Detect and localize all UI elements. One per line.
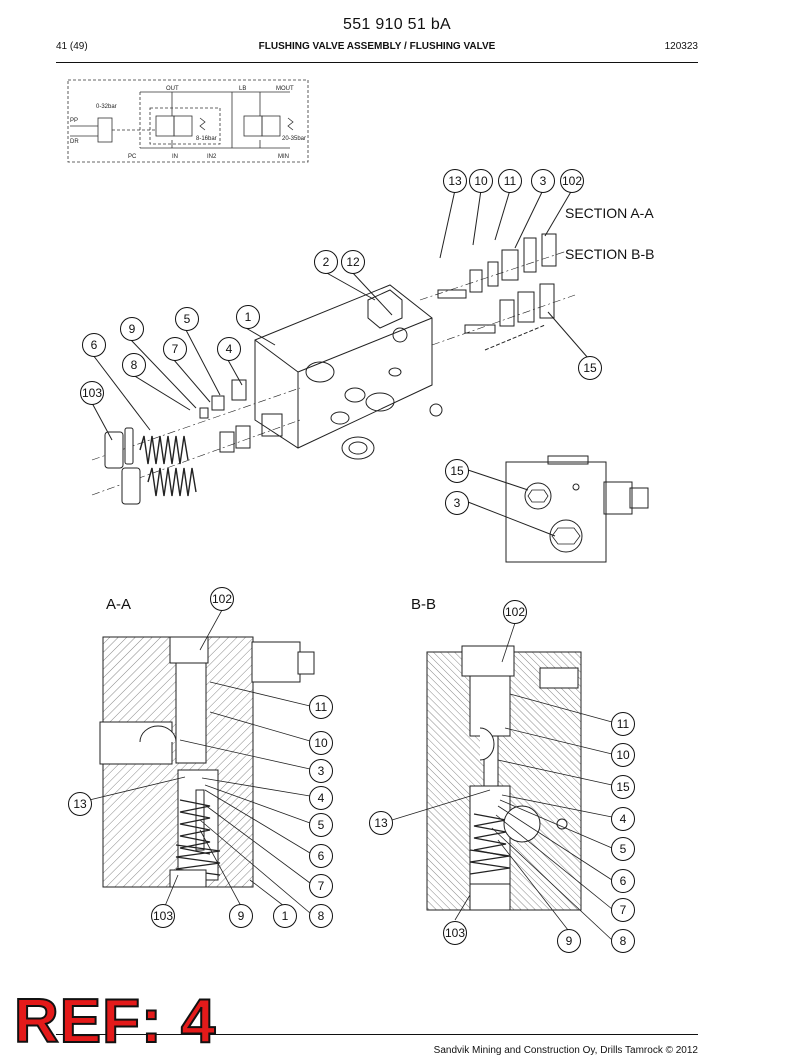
schematic-label: DR [70,139,79,145]
document-date: 120323 [664,41,698,52]
callout-10: 10 [309,731,333,755]
callout-15: 15 [611,775,635,799]
callout-1: 1 [236,305,260,329]
section-a-drawing [80,609,315,914]
callout-13: 13 [68,792,92,816]
exploded-view-drawing [91,189,589,505]
callout-11: 11 [309,695,333,719]
callout-8: 8 [611,929,635,953]
callout-1: 1 [273,904,297,928]
callout-9: 9 [120,317,144,341]
callout-13: 13 [443,169,467,193]
callout-6: 6 [611,869,635,893]
callout-102: 102 [210,587,234,611]
ref-stamp: REF: 4 [13,986,217,1057]
callout-4: 4 [611,807,635,831]
footer-copyright: Sandvik Mining and Construction Oy, Dril… [433,1045,698,1056]
schematic-label: PC [128,154,137,160]
page-title: FLUSHING VALVE ASSEMBLY / FLUSHING VALVE [258,41,496,52]
callout-8: 8 [122,353,146,377]
schematic-label: 8-16bar [196,136,217,142]
callout-10: 10 [611,743,635,767]
callout-4: 4 [309,786,333,810]
section-b-title: B-B [411,596,437,613]
schematic-label: IN [172,154,178,160]
callout-6: 6 [82,333,106,357]
callout-9: 9 [229,904,253,928]
callout-15: 15 [445,459,469,483]
callout-11: 11 [611,712,635,736]
callout-15: 15 [578,356,602,380]
header-rule [56,62,698,63]
callout-3: 3 [531,169,555,193]
callout-6: 6 [309,844,333,868]
schematic-label: 20-35bar [282,136,306,142]
header-row: 41 (49) FLUSHING VALVE ASSEMBLY / FLUSHI… [56,41,698,59]
callout-12: 12 [341,250,365,274]
footer-rule [56,1034,698,1035]
callout-13: 13 [369,811,393,835]
schematic-label: PP [70,118,78,124]
section-a-a-label: SECTION A-A [565,205,654,221]
schematic-labels: OUT LB MOUT PP DR PC IN IN2 MIN 0-32bar … [70,86,306,160]
document-code: 551 910 51 bA [343,16,451,33]
schematic-label: 0-32bar [96,104,117,110]
callout-102: 102 [503,600,527,624]
section-b-drawing [391,622,613,941]
callout-3: 3 [445,491,469,515]
callout-7: 7 [309,874,333,898]
schematic-label: OUT [166,86,179,92]
callout-8: 8 [309,904,333,928]
callout-5: 5 [175,307,199,331]
callout-10: 10 [469,169,493,193]
callout-2: 2 [314,250,338,274]
callout-103: 103 [443,921,467,945]
side-view-drawing [467,455,649,563]
callout-5: 5 [309,813,333,837]
callout-7: 7 [611,898,635,922]
callout-4: 4 [217,337,241,361]
section-b-b-label: SECTION B-B [565,246,655,262]
schematic-label: IN2 [207,154,217,160]
callout-102: 102 [560,169,584,193]
schematic-label: MOUT [276,86,294,92]
hydraulic-schematic [67,79,309,163]
callout-5: 5 [611,837,635,861]
section-a-title: A-A [106,596,132,613]
callout-103: 103 [151,904,175,928]
callout-3: 3 [309,759,333,783]
page-number: 41 (49) [56,41,88,52]
schematic-label: MIN [278,154,289,160]
callout-103: 103 [80,381,104,405]
callout-11: 11 [498,169,522,193]
callout-7: 7 [163,337,187,361]
schematic-label: LB [239,86,246,92]
callout-9: 9 [557,929,581,953]
